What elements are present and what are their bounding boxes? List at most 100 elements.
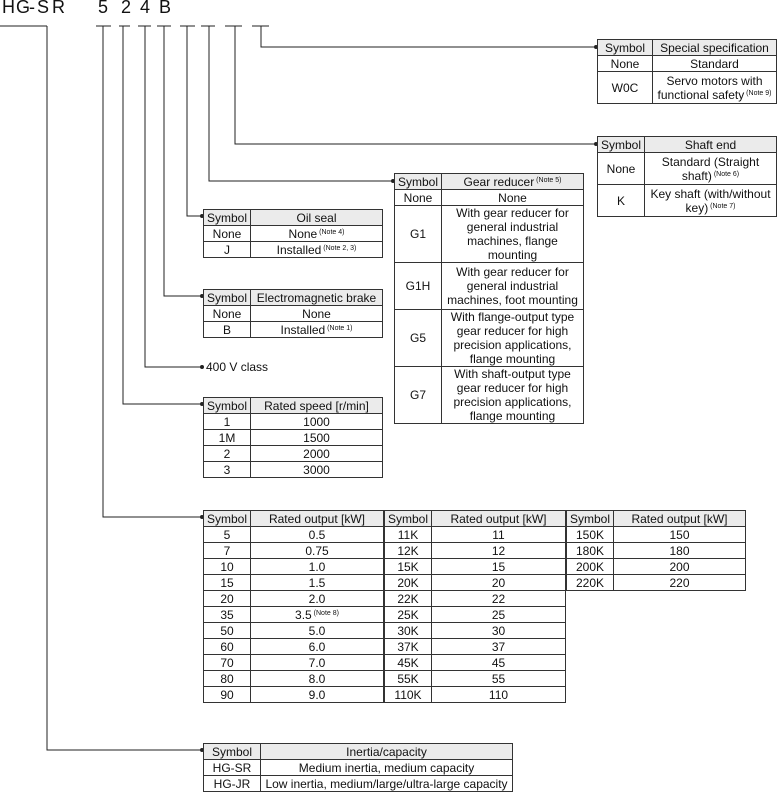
desc-cell: Standard (Straight shaft) (Note 6) (644, 152, 777, 185)
note-ref: (Note 9) (744, 89, 772, 97)
value-cell: 7.0 (250, 654, 384, 671)
desc-cell: Low inertia, medium/large/ultra-large ca… (260, 775, 513, 792)
desc-cell: Installed (Note 1) (250, 321, 383, 338)
symbol-cell: 15K (384, 558, 432, 575)
symbol-cell: B (203, 321, 251, 338)
value-cell: 11 (431, 526, 566, 543)
header-symbol: Symbol (203, 397, 251, 414)
value-cell: 200 (613, 558, 746, 575)
header-desc: Inertia/capacity (260, 743, 513, 760)
desc-cell: None (250, 305, 383, 322)
value-cell: 5.0 (250, 622, 384, 639)
value-cell: 3.5 (Note 8) (250, 606, 384, 623)
value-cell: 20 (431, 574, 566, 591)
symbol-cell: 22K (384, 590, 432, 607)
value-cell: 22 (431, 590, 566, 607)
symbol-cell: 70 (203, 654, 251, 671)
symbol-cell: 220K (566, 574, 614, 591)
header-symbol: Symbol (597, 39, 653, 56)
symbol-cell: HG-SR (203, 759, 261, 776)
symbol-cell: 3 (203, 461, 251, 478)
desc-cell: With shaft-output type gear reducer for … (441, 366, 584, 424)
symbol-cell: 55K (384, 670, 432, 687)
symbol-cell: G1 (394, 205, 442, 263)
symbol-cell: 1 (203, 413, 251, 430)
symbol-cell: 30K (384, 622, 432, 639)
value-cell: 220 (613, 574, 746, 591)
symbol-cell: 11K (384, 526, 432, 543)
value-cell: 2.0 (250, 590, 384, 607)
header-symbol: Symbol (203, 289, 251, 306)
value-cell: 30 (431, 622, 566, 639)
value-cell: 12 (431, 542, 566, 559)
value-cell: 0.5 (250, 526, 384, 543)
symbol-cell: 60 (203, 638, 251, 655)
value-cell: 180 (613, 542, 746, 559)
symbol-cell: G5 (394, 309, 442, 367)
value-cell: 55 (431, 670, 566, 687)
value-cell: 1.0 (250, 558, 384, 575)
model-char: H (2, 0, 15, 17)
note-ref: (Note 1) (325, 324, 353, 332)
symbol-cell: J (203, 241, 251, 258)
model-char: - (29, 0, 35, 17)
desc-cell: Key shaft (with/without key) (Note 7) (644, 184, 777, 217)
symbol-cell: 35 (203, 606, 251, 623)
symbol-cell: 2 (203, 445, 251, 462)
desc-cell: Medium inertia, medium capacity (260, 759, 513, 776)
header-symbol: Symbol (597, 136, 645, 153)
desc-cell: With flange-output type gear reducer for… (441, 309, 584, 367)
header-desc: Electromagnetic brake (250, 289, 383, 306)
symbol-cell: 50 (203, 622, 251, 639)
symbol-cell: K (597, 184, 645, 217)
symbol-cell: 1M (203, 429, 251, 446)
value-cell: 45 (431, 654, 566, 671)
symbol-cell: 25K (384, 606, 432, 623)
header-desc: Gear reducer (Note 5) (441, 173, 584, 190)
symbol-cell: 37K (384, 638, 432, 655)
header-symbol: Symbol (384, 510, 432, 527)
symbol-cell: None (394, 189, 442, 206)
symbol-cell: 20 (203, 590, 251, 607)
desc-cell: 2000 (250, 445, 383, 462)
symbol-cell: None (203, 305, 251, 322)
model-char: S (37, 0, 50, 17)
header-symbol: Symbol (203, 209, 251, 226)
header-desc: Rated speed [r/min] (250, 397, 383, 414)
model-char: R (52, 0, 65, 17)
symbol-cell: G1H (394, 262, 442, 310)
note-ref: (Note 4) (317, 228, 345, 236)
desc-cell: Standard (652, 55, 777, 72)
